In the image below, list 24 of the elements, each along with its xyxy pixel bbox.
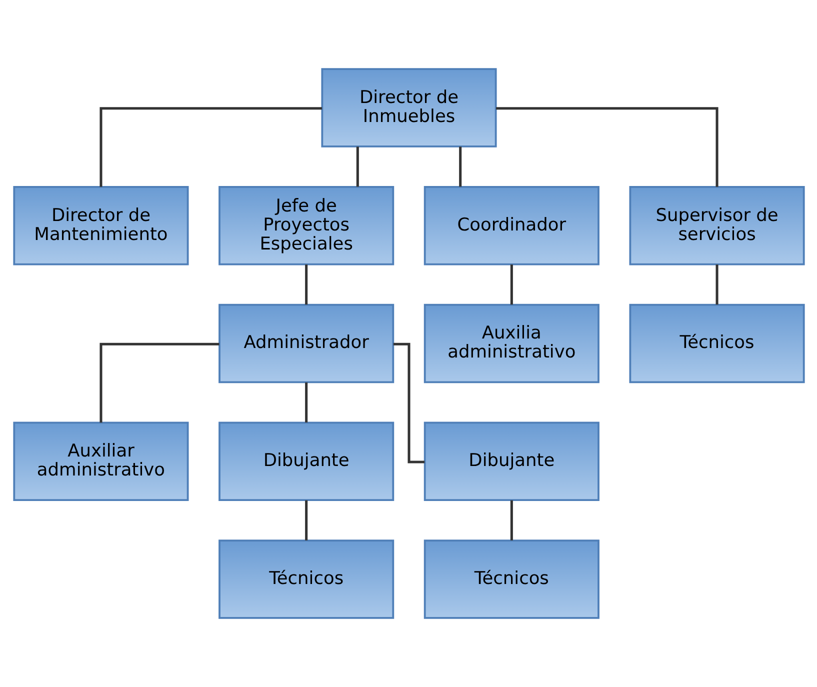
- node-box: Técnicos: [628, 304, 804, 384]
- node-box: Supervisor de servicios: [628, 186, 804, 266]
- node-box: Técnicos: [423, 540, 599, 619]
- connector: [510, 500, 512, 540]
- node-box: Técnicos: [218, 540, 394, 619]
- connector: [304, 264, 308, 305]
- connector: [356, 146, 358, 187]
- node-box: Auxilia administrativo: [423, 304, 599, 384]
- node-box: Jefe de Proyectos Especiales: [218, 186, 394, 266]
- node-box: Coordinador: [423, 186, 599, 266]
- connector: [304, 382, 308, 422]
- node-box: Auxiliar administrativo: [12, 422, 188, 501]
- connector: [304, 500, 308, 540]
- connector: [510, 264, 512, 305]
- node-box: Director de Mantenimiento: [12, 186, 188, 266]
- connector: [99, 342, 219, 423]
- node-box: Dibujante: [423, 422, 599, 501]
- connector: [496, 107, 718, 187]
- connector: [99, 107, 322, 187]
- connector: [715, 264, 718, 305]
- node-box: Dibujante: [218, 422, 394, 501]
- node-box: Administrador: [218, 304, 394, 384]
- node-box: Director de Inmuebles: [320, 68, 496, 148]
- connector: [458, 146, 462, 187]
